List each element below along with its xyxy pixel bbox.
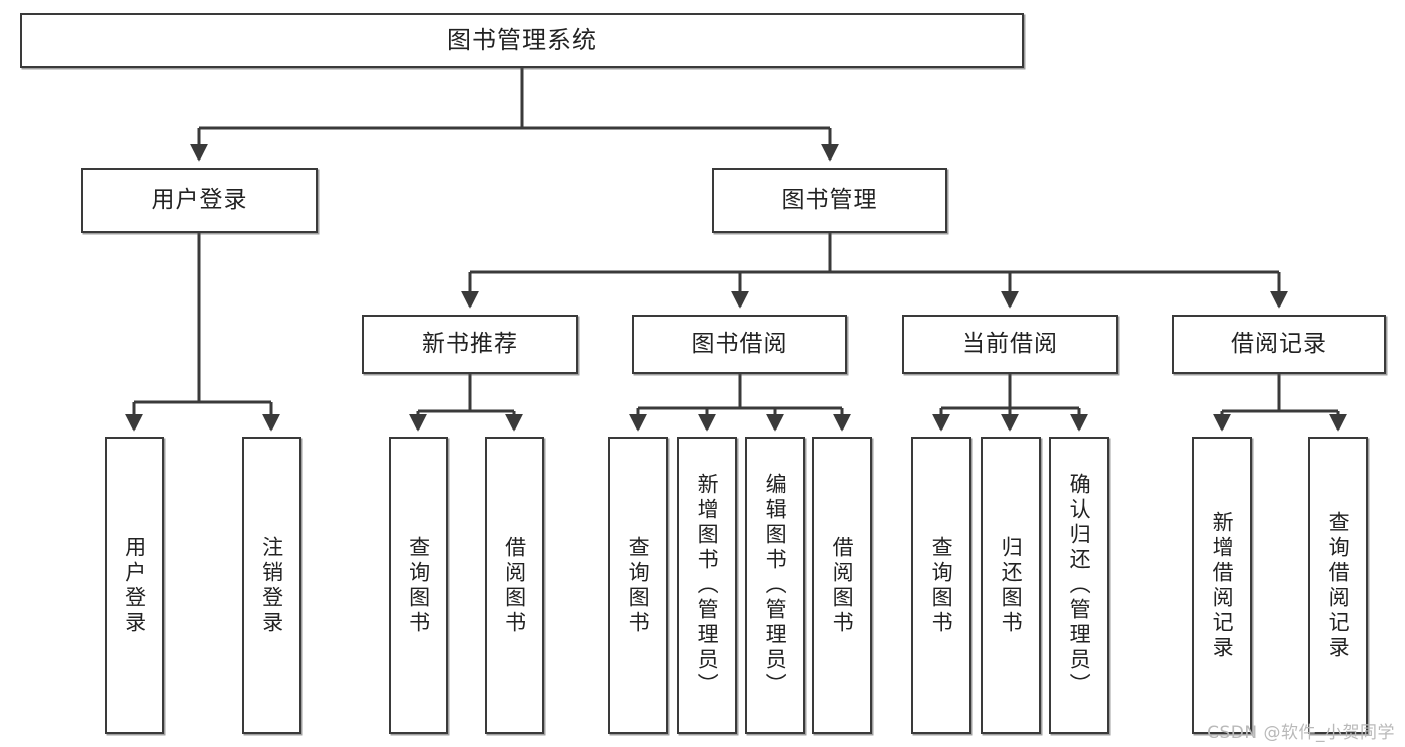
- node-label: 图书管理系统: [447, 26, 597, 55]
- node-label: 借阅记录: [1231, 330, 1327, 357]
- leaf-borrow-book-rec[interactable]: 借阅图书: [485, 437, 544, 734]
- leaf-add-borrow-record[interactable]: 新增借阅记录: [1192, 437, 1252, 734]
- node-label: 借阅图书: [502, 535, 527, 636]
- node-label: 查询图书: [929, 535, 954, 636]
- node-label: 查询图书: [626, 535, 651, 636]
- node-label: 新增图书（管理员）: [695, 473, 720, 698]
- leaf-borrow-book[interactable]: 借阅图书: [812, 437, 872, 734]
- node-label: 新增借阅记录: [1210, 510, 1235, 661]
- leaf-edit-book-admin[interactable]: 编辑图书（管理员）: [745, 437, 805, 734]
- node-label: 归还图书: [999, 535, 1024, 636]
- node-root-system[interactable]: 图书管理系统: [20, 13, 1024, 68]
- node-label: 确认归还（管理员）: [1067, 473, 1092, 698]
- leaf-confirm-return-admin[interactable]: 确认归还（管理员）: [1049, 437, 1109, 734]
- watermark-text: CSDN @软件_小贺同学: [1207, 723, 1395, 743]
- node-label: 借阅图书: [830, 535, 855, 636]
- leaf-query-book-rec[interactable]: 查询图书: [389, 437, 448, 734]
- leaf-logout[interactable]: 注销登录: [242, 437, 301, 734]
- node-label: 查询图书: [406, 535, 431, 636]
- node-label: 图书管理: [781, 186, 878, 213]
- node-label: 注销登录: [259, 535, 284, 636]
- leaf-user-login[interactable]: 用户登录: [105, 437, 164, 734]
- node-user-login[interactable]: 用户登录: [81, 168, 318, 233]
- leaf-add-book-admin[interactable]: 新增图书（管理员）: [677, 437, 737, 734]
- leaf-return-book[interactable]: 归还图书: [981, 437, 1041, 734]
- leaf-query-book-current[interactable]: 查询图书: [911, 437, 971, 734]
- node-label: 用户登录: [122, 535, 147, 636]
- node-label: 新书推荐: [422, 330, 518, 357]
- node-new-book-recommend[interactable]: 新书推荐: [362, 315, 578, 374]
- node-label: 编辑图书（管理员）: [763, 473, 788, 698]
- node-label: 查询借阅记录: [1326, 510, 1351, 661]
- node-book-borrow[interactable]: 图书借阅: [632, 315, 847, 374]
- leaf-query-borrow-record[interactable]: 查询借阅记录: [1308, 437, 1368, 734]
- node-book-manage[interactable]: 图书管理: [712, 168, 947, 233]
- leaf-query-book-borrow[interactable]: 查询图书: [608, 437, 668, 734]
- node-label: 图书借阅: [691, 330, 788, 357]
- node-borrow-record[interactable]: 借阅记录: [1172, 315, 1386, 374]
- node-label: 当前借阅: [962, 330, 1058, 357]
- node-label: 用户登录: [151, 186, 248, 213]
- node-current-borrow[interactable]: 当前借阅: [902, 315, 1118, 374]
